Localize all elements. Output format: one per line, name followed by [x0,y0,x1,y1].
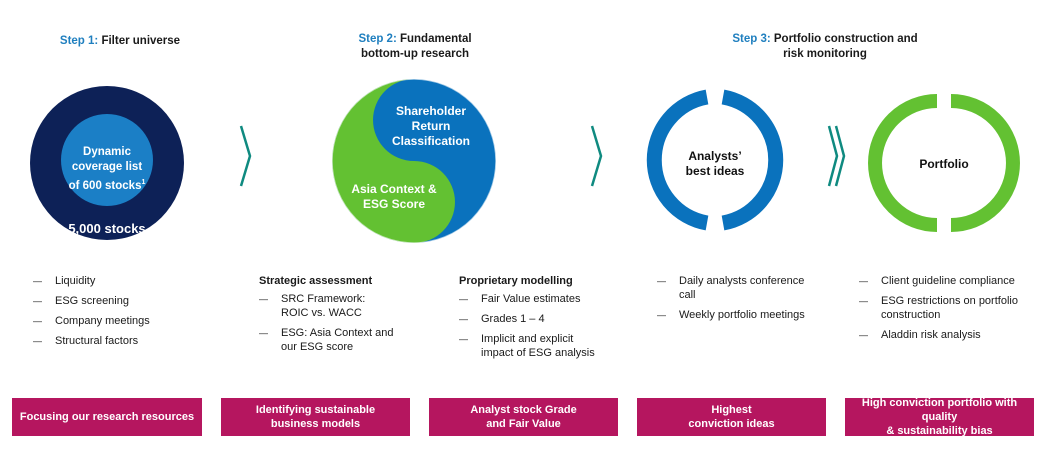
modelling-heading: Proprietary modelling [459,275,573,287]
ideas-ring-left [646,89,709,231]
process-diagram [30,78,1020,244]
step-2-heading: Step 2: Fundamental bottom-up research [320,32,510,62]
asia-context-label: Asia Context & ESG Score [351,182,437,211]
step-3-heading: Step 3: Portfolio construction and risk … [720,32,930,62]
ideas-list: Daily analysts conference call Weekly po… [657,274,817,322]
list-item: ESG: Asia Context and our ESG score [259,326,401,354]
strategic-list: SRC Framework: ROIC vs. WACC ESG: Asia C… [259,292,409,354]
portfolio-column: Client guideline compliance ESG restrict… [859,274,1049,348]
list-item: Grades 1 – 4 [459,312,609,326]
banner-research-resources: Focusing our research resources [12,398,202,436]
step-3-number: Step 3: [732,33,771,45]
coverage-list-label: Dynamic coverage list of 600 stocks1 [68,146,146,192]
ideas-ring-right [721,89,784,231]
step-3-title-line2: risk monitoring [783,48,867,60]
modelling-list: Fair Value estimates Grades 1 – 4 Implic… [459,292,609,360]
step-3-title: Portfolio construction and [773,33,918,45]
banner-high-conviction-portfolio: High conviction portfolio with quality& … [845,397,1034,437]
list-item: SRC Framework: ROIC vs. WACC [259,292,391,320]
universe-count-label: 5,000 stocks [68,221,146,236]
double-chevron-icon-a [827,125,839,187]
list-item: Daily analysts conference call [657,274,811,302]
step-2-number: Step 2: [358,33,397,45]
strategic-heading: Strategic assessment [259,275,373,287]
ideas-column: Daily analysts conference call Weekly po… [657,274,817,328]
strategic-column: Strategic assessment SRC Framework: ROIC… [259,274,409,360]
step-2-title-line2: bottom-up research [361,48,469,60]
list-item: Fair Value estimates [459,292,609,306]
shareholder-return-label: Shareholder Return Classification [391,104,471,148]
list-item: Aladdin risk analysis [859,328,1049,342]
filter-list: Liquidity ESG screening Company meetings… [33,274,203,348]
best-ideas-label: Analysts’ best ideas [685,149,745,178]
step-1-number: Step 1: [59,35,99,47]
step-1-title: Filter universe [101,35,181,47]
list-item: Client guideline compliance [859,274,1049,288]
chevron-2-icon [590,125,603,187]
portfolio-label: Portfolio [919,157,969,171]
list-item: Weekly portfolio meetings [657,308,817,322]
portfolio-ring-right [950,94,1020,232]
coverage-inner-circle [61,114,153,206]
modelling-column: Proprietary modelling Fair Value estimat… [459,274,609,366]
list-item: Liquidity [33,274,203,288]
step-2-title: Fundamental [399,33,472,45]
chevron-1-icon [239,125,252,187]
portfolio-ring-left [868,94,938,232]
list-item: Implicit and explicit impact of ESG anal… [459,332,599,360]
filter-column: Liquidity ESG screening Company meetings… [33,274,203,354]
list-item: Company meetings [33,314,203,328]
list-item: Structural factors [33,334,203,348]
step-1-heading: Step 1: Filter universe [40,34,200,49]
double-chevron-icon-b [834,125,846,187]
asia-context-half [332,79,455,243]
portfolio-list: Client guideline compliance ESG restrict… [859,274,1049,342]
list-item: ESG screening [33,294,203,308]
list-item: ESG restrictions on portfolio constructi… [859,294,1031,322]
